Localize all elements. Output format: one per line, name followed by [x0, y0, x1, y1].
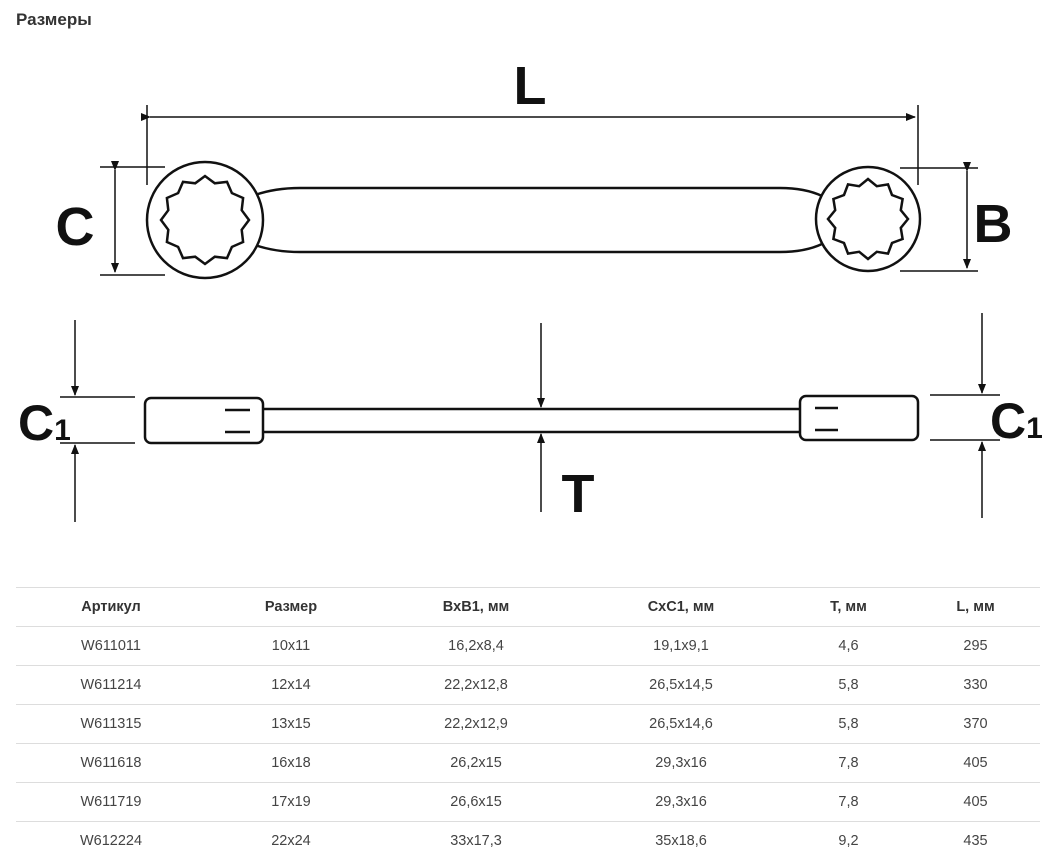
wrench-top-view: [145, 160, 922, 280]
table-cell: 29,3x16: [576, 743, 786, 783]
table-cell: 13x15: [206, 704, 376, 744]
label-C: C: [56, 197, 95, 257]
table-cell: W611315: [16, 704, 206, 744]
table-cell: 33x17,3: [376, 821, 576, 860]
column-header: Артикул: [16, 587, 206, 627]
table-cell: 10x11: [206, 626, 376, 666]
table-cell: 29,3x16: [576, 782, 786, 822]
gear-left: [159, 174, 251, 266]
table-cell: 5,8: [786, 665, 911, 705]
table-cell: 7,8: [786, 743, 911, 783]
table-cell: 26,5x14,6: [576, 704, 786, 744]
gear-right: [826, 177, 910, 261]
label-C1-right: C1: [990, 393, 1043, 449]
column-header: CxC1, мм: [576, 587, 786, 627]
table-cell: 22,2x12,9: [376, 704, 576, 744]
section-title: Размеры: [16, 10, 92, 29]
label-B: B: [974, 194, 1013, 254]
table-cell: 16,2x8,4: [376, 626, 576, 666]
column-header: BxB1, мм: [376, 587, 576, 627]
column-header: L, мм: [911, 587, 1040, 627]
wrench-side-view: [143, 394, 920, 445]
table-cell: 26,5x14,5: [576, 665, 786, 705]
table-cell: 7,8: [786, 782, 911, 822]
column-header: T, мм: [786, 587, 911, 627]
table-cell: 405: [911, 743, 1040, 783]
table-cell: 435: [911, 821, 1040, 860]
table-cell: W611618: [16, 743, 206, 783]
table-cell: 4,6: [786, 626, 911, 666]
table-cell: 295: [911, 626, 1040, 666]
label-L: L: [514, 56, 547, 116]
table-cell: 19,1x9,1: [576, 626, 786, 666]
dimension-lines: [100, 105, 978, 276]
label-T: T: [562, 464, 595, 524]
table-cell: 330: [911, 665, 1040, 705]
table-cell: 35x18,6: [576, 821, 786, 860]
table-cell: 26,6x15: [376, 782, 576, 822]
table-cell: W611011: [16, 626, 206, 666]
table-cell: 16x18: [206, 743, 376, 783]
table-cell: 22,2x12,8: [376, 665, 576, 705]
column-header: Размер: [206, 587, 376, 627]
label-C1-left: C1: [18, 395, 71, 451]
table-cell: 9,2: [786, 821, 911, 860]
table-cell: W612224: [16, 821, 206, 860]
table-cell: 5,8: [786, 704, 911, 744]
table-cell: 17x19: [206, 782, 376, 822]
table-cell: 405: [911, 782, 1040, 822]
table-cell: 12x14: [206, 665, 376, 705]
wrench-dimension-diagram: L C B C1 C1 T: [18, 56, 1043, 524]
table-cell: W611719: [16, 782, 206, 822]
table-cell: 22x24: [206, 821, 376, 860]
table-cell: W611214: [16, 665, 206, 705]
table-cell: 26,2x15: [376, 743, 576, 783]
table-cell: 370: [911, 704, 1040, 744]
